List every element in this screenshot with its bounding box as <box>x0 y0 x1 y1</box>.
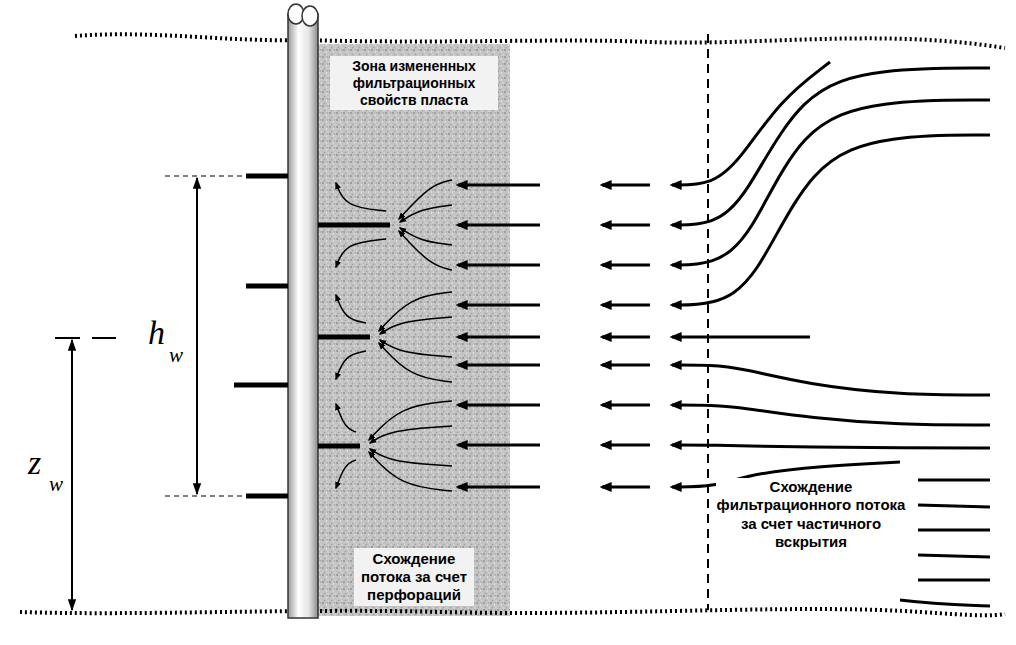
zone-text: Зона измененных фильтрационных свойств п… <box>330 56 498 110</box>
flow-curve <box>672 336 810 339</box>
flow-arrow <box>602 404 650 407</box>
flow-arrow <box>602 486 650 489</box>
dimension-subscript: w <box>169 343 183 368</box>
flow-curve <box>400 228 452 245</box>
flow-line <box>918 555 990 557</box>
perforation <box>246 284 288 289</box>
flow-curve <box>380 340 452 357</box>
top-boundary <box>75 34 1005 48</box>
altered-zone: Зона измененных фильтрационных свойств п… <box>318 44 510 616</box>
flow-arrow <box>602 264 650 267</box>
dimension-arrow <box>71 340 73 610</box>
flow-curve <box>672 62 830 185</box>
flow-curve <box>380 317 452 334</box>
dashed-boundary <box>707 34 709 610</box>
dimension-symbol: z <box>28 444 41 482</box>
flow-curve <box>369 452 452 491</box>
flow-arrow <box>458 404 540 407</box>
flow-line <box>918 479 990 482</box>
perforation <box>234 383 288 388</box>
perforations <box>234 176 390 496</box>
flow-arrow <box>458 224 540 227</box>
flow-curve <box>336 404 356 432</box>
flow-line <box>918 505 990 507</box>
flow-curve <box>672 68 990 225</box>
flow-line <box>918 529 990 532</box>
dimension-arrow <box>196 178 198 494</box>
flow-arrow <box>458 184 540 187</box>
pipe-cap <box>302 6 318 26</box>
flow-arrow <box>458 336 540 339</box>
flow-curve <box>336 351 366 379</box>
flow-arrow <box>602 364 650 367</box>
flow-line <box>900 600 990 606</box>
flow-line <box>918 579 990 582</box>
extension-line <box>55 337 80 339</box>
flow-note: Схождение фильтрационного потока за счет… <box>716 478 906 551</box>
perforation <box>318 335 370 340</box>
flow-curve <box>672 100 990 265</box>
flow-arrow <box>602 336 650 339</box>
perforation <box>318 444 360 449</box>
flow-arrow <box>602 304 650 307</box>
flow-curve <box>400 205 452 222</box>
dimension-subscript: w <box>49 472 63 497</box>
flow-curve <box>672 135 990 305</box>
skin-zone-fill <box>318 44 510 616</box>
extension-line <box>92 337 116 339</box>
flow-arrow <box>458 444 540 447</box>
flow-arrow <box>602 224 650 227</box>
well-pipe <box>288 14 318 618</box>
flow-curve <box>399 231 452 270</box>
flow-curve <box>672 405 990 425</box>
flow-curve <box>336 239 386 267</box>
extension-line <box>165 495 244 496</box>
perforation <box>318 223 390 228</box>
flow-arrow <box>602 184 650 187</box>
flow-curve <box>672 445 990 448</box>
perforation <box>246 494 288 499</box>
flow-curve <box>370 426 452 443</box>
flow-arrow <box>458 304 540 307</box>
bottom-boundary <box>20 609 1005 615</box>
flow-arrow <box>458 364 540 367</box>
flow-curve <box>369 401 452 440</box>
flow-arrow <box>458 486 540 489</box>
dimension-symbol: h <box>148 314 165 352</box>
extension-line <box>165 175 244 176</box>
flow-arrow <box>458 264 540 267</box>
flow-curve <box>336 295 366 323</box>
flow-curve <box>336 183 386 211</box>
flow-lines <box>336 62 990 606</box>
perforation <box>246 174 288 179</box>
flow-curve <box>379 343 452 382</box>
flow-curve <box>672 365 990 395</box>
flow-arrow <box>602 444 650 447</box>
flow-curve <box>370 449 452 466</box>
flow-curve <box>399 180 452 219</box>
flow-curve <box>379 292 452 331</box>
flow-curve <box>336 460 356 488</box>
zone-text: Схождение потока за счет перфораций <box>354 548 474 606</box>
